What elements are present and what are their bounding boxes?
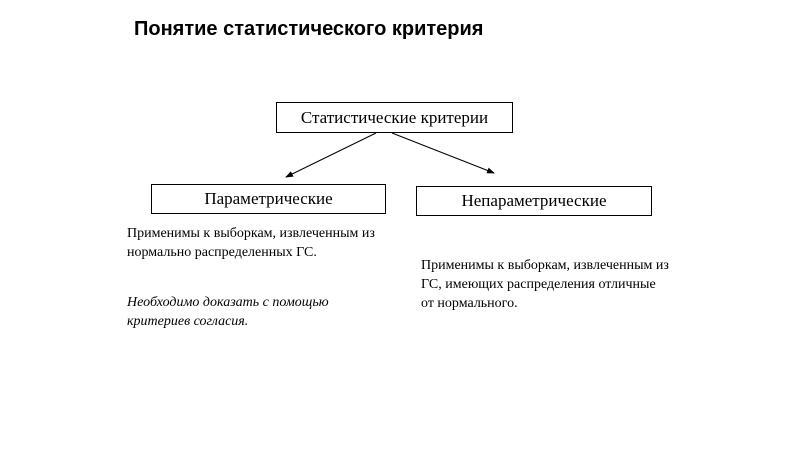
nonparametric-node-label: Непараметрические (461, 191, 607, 210)
arrow-to-nonparametric (391, 132, 495, 174)
parametric-node-box: Параметрические (151, 184, 386, 214)
arrow-to-parametric (285, 132, 377, 178)
root-node-box: Статистические критерии (276, 102, 513, 133)
parametric-node-label: Параметрические (204, 189, 333, 208)
parametric-description: Применимы к выборкам, извлеченным из нор… (127, 226, 375, 260)
nonparametric-node-box: Непараметрические (416, 186, 652, 216)
root-node-label: Статистические критерии (300, 107, 489, 127)
parametric-note: Необходимо доказать с помощью критериев … (127, 295, 329, 329)
nonparametric-description: Применимы к выборкам, извлеченным из ГС,… (421, 258, 669, 311)
slide-title: Понятие статистического критерия (134, 18, 484, 40)
